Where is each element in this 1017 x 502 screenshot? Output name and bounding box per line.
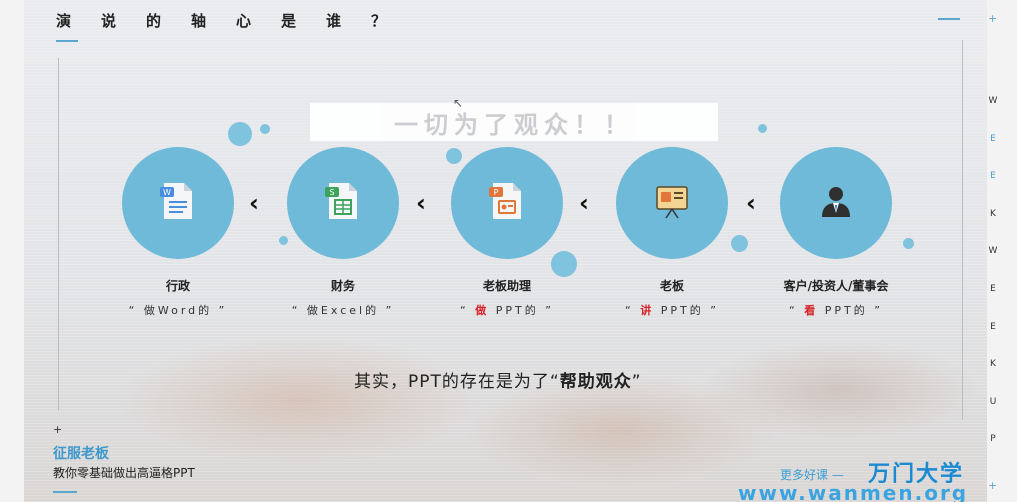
plus-icon: + [988, 12, 998, 25]
svg-text:W: W [163, 188, 171, 197]
top-right-accent-line [938, 18, 960, 20]
role-quote: “ 讲 PPT的 ” [587, 302, 757, 318]
side-letter: P [990, 434, 996, 445]
summary-emphasis: 帮助观众 [559, 372, 632, 392]
quote-text: PPT的 ” [818, 304, 883, 317]
spreadsheet-icon: S [325, 179, 361, 227]
chevron-left-icon: ‹ [579, 189, 589, 217]
right-window-strip [987, 0, 1017, 502]
decor-bubble [446, 148, 462, 164]
left-divider-line [58, 58, 59, 410]
chevron-left-icon: ‹ [416, 189, 426, 217]
watermark-logo: 万门大学 [868, 462, 965, 487]
plus-icon: + [53, 423, 63, 436]
step-circle-audience [780, 147, 892, 259]
mouse-cursor-icon: ↖ [453, 96, 464, 110]
course-underline [53, 491, 77, 493]
quote-highlight: 做 [475, 304, 490, 317]
role-label: 客户/投资人/董事会 [783, 279, 889, 293]
svg-text:S: S [329, 188, 334, 197]
quote-text: “ 做Word的 ” [128, 304, 228, 317]
role-quote: “ 做Excel的 ” [258, 302, 428, 318]
decor-bubble [758, 124, 767, 133]
role-label: 老板助理 [482, 279, 531, 293]
left-window-strip [0, 0, 24, 502]
banner: 一切为了观众！！ [310, 103, 718, 141]
chevron-left-icon: ‹ [249, 189, 259, 217]
decor-bubble [260, 124, 270, 134]
side-letter: K [990, 208, 996, 219]
chevron-left-icon: ‹ [746, 189, 756, 217]
side-letter: E [990, 133, 996, 144]
decor-bubble [903, 238, 914, 249]
course-subtitle: 教你零基础做出高逼格PPT [53, 466, 195, 480]
page-title: 演说的轴心是谁？ [56, 12, 417, 30]
decor-bubble [228, 122, 252, 146]
decor-bubble [731, 235, 748, 252]
step-circle-boss [616, 147, 728, 259]
svg-text:P: P [494, 188, 499, 197]
quote-text: PPT的 ” [489, 304, 554, 317]
side-letter: W [988, 246, 998, 257]
role-quote: “ 做Word的 ” [93, 302, 263, 318]
decor-bubble [279, 236, 288, 245]
word-document-icon: W [160, 179, 196, 227]
side-letter: E [990, 283, 996, 294]
decor-bubble [551, 251, 577, 277]
side-letter: E [990, 171, 996, 182]
quote-text: “ [625, 304, 641, 317]
plus-icon: + [988, 479, 998, 492]
quote-text: PPT的 ” [654, 304, 719, 317]
watermark-slogan: 更多好课 — [780, 468, 844, 482]
step-circle-assistant: P [451, 147, 563, 259]
side-letter: U [989, 396, 997, 407]
side-letter: E [990, 321, 996, 332]
course-title: 征服老板 [53, 446, 109, 462]
quote-text: “ [789, 304, 805, 317]
step-circle-finance: S [287, 147, 399, 259]
quote-highlight: 讲 [640, 304, 655, 317]
presentation-board-icon [652, 181, 692, 225]
role-label: 老板 [659, 279, 684, 293]
role-label: 财务 [330, 279, 355, 293]
quote-highlight: 看 [804, 304, 819, 317]
side-letter: W [988, 96, 998, 106]
role-label: 行政 [165, 279, 190, 293]
title-underline [56, 40, 78, 42]
watermark-url: www.wanmen.org [738, 481, 969, 502]
quote-text: “ [460, 304, 476, 317]
summary-suffix: ” [631, 372, 642, 392]
summary-prefix: 其实，PPT的存在是为了“ [354, 372, 560, 392]
vertical-weekup-text: W E E K W E E K U P [986, 96, 1000, 472]
role-quote: “ 做 PPT的 ” [422, 302, 592, 318]
quote-text: “ 做Excel的 ” [291, 304, 395, 317]
presentation-file-icon: P [489, 179, 525, 227]
right-divider-line [962, 40, 963, 420]
business-person-icon [818, 183, 854, 223]
summary-text: 其实，PPT的存在是为了“帮助观众” [354, 367, 642, 392]
side-letter: K [990, 359, 996, 370]
step-circle-admin: W [122, 147, 234, 259]
role-quote: “ 看 PPT的 ” [751, 302, 921, 318]
